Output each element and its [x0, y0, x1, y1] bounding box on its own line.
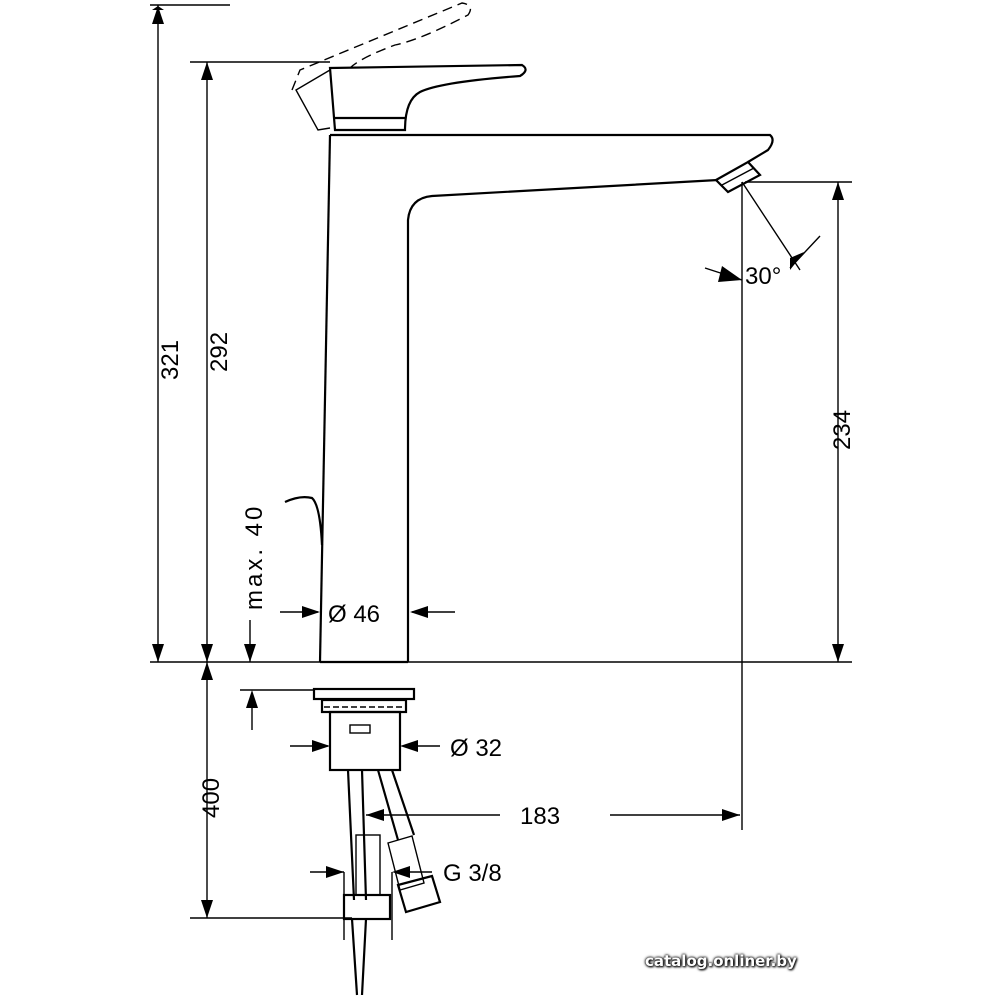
- dim-max40-label: max. 40: [241, 504, 268, 610]
- dim-183-label: 183: [520, 803, 560, 830]
- shank-assembly: [312, 687, 442, 996]
- watermark: catalog.onliner.by: [645, 952, 797, 970]
- faucet-body: [318, 133, 774, 664]
- dimension-lines: [150, 4, 852, 940]
- dim-234-label: 234: [829, 410, 856, 450]
- dim-d32-label: Ø 32: [450, 735, 502, 762]
- dim-321-label: 321: [157, 340, 184, 380]
- handle-open-dashed: [291, 2, 472, 91]
- dim-400-label: 400: [198, 778, 225, 818]
- dim-30deg-label: 30°: [745, 263, 781, 290]
- aerator: [714, 160, 762, 194]
- dim-d46-label: Ø 46: [328, 601, 380, 628]
- popup-lever: [284, 496, 324, 546]
- dim-292-label: 292: [206, 332, 233, 372]
- handle: [295, 63, 527, 132]
- dim-thread-label: G 3/8: [443, 860, 502, 887]
- dimension-arrows: [150, 5, 844, 918]
